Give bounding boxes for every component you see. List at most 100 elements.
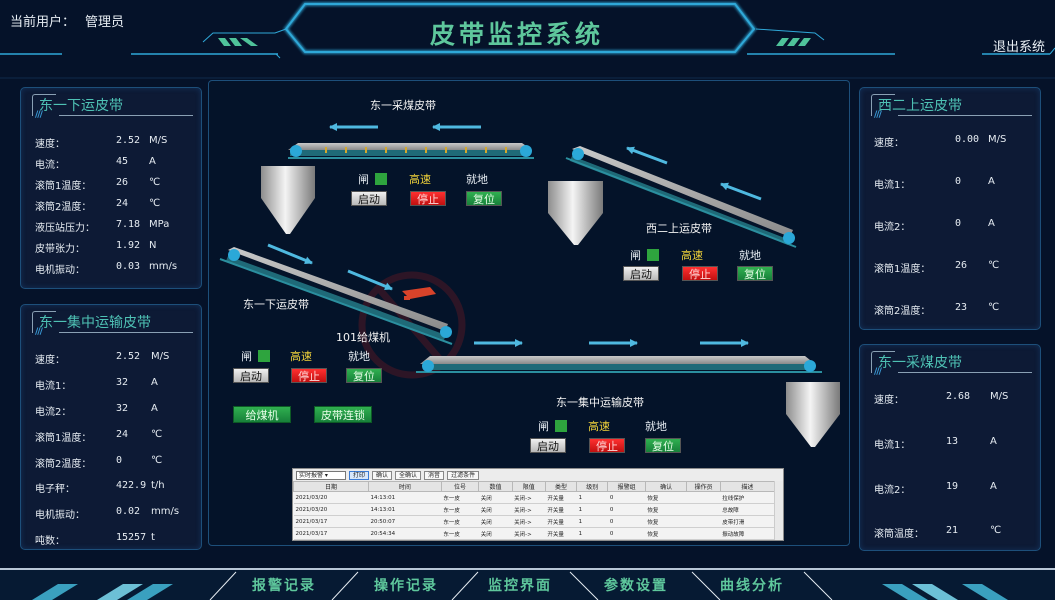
- metric-unit: A: [151, 403, 158, 414]
- current-user: 当前用户：管理员: [10, 11, 124, 30]
- metric-value: 24: [116, 198, 129, 209]
- metric-value: 23: [955, 302, 968, 313]
- speed-indicator: 高速: [681, 249, 703, 262]
- brake-label: 闸: [358, 173, 369, 186]
- metric-label: 电流2：: [35, 407, 72, 418]
- west2-belt-reset-button[interactable]: 复位: [737, 266, 773, 281]
- mode-indicator: 就地: [348, 350, 370, 363]
- nav-operation-records[interactable]: 操作记录: [374, 578, 438, 594]
- metric-unit: ℃: [990, 525, 1002, 536]
- col-limit[interactable]: 限值: [511, 481, 546, 492]
- brake-indicator: [647, 249, 659, 261]
- logout-button[interactable]: 退出系统: [992, 40, 1045, 55]
- metric-label: 电机振动：: [35, 265, 85, 276]
- print-button[interactable]: 打印: [349, 470, 370, 480]
- alarm-filter-select[interactable]: 实时报警 ▾: [296, 470, 346, 480]
- coal-feeder-button[interactable]: 给煤机: [233, 406, 291, 423]
- footer-divider: [0, 568, 1055, 570]
- metric-value: 422.9: [116, 480, 147, 491]
- nav-curve-analysis[interactable]: 曲线分析: [720, 578, 784, 594]
- hash-decoration-icon: ///: [874, 367, 882, 377]
- metric-label: 速度：: [874, 138, 904, 149]
- col-description[interactable]: 描述: [719, 481, 776, 492]
- mining-belt-reset-button[interactable]: 复位: [466, 191, 502, 206]
- metric-value: 21: [946, 525, 959, 536]
- east1-down-belt-start-button[interactable]: 启动: [233, 368, 269, 383]
- bracket-decoration: [32, 311, 56, 333]
- metric-label: 滚筒2温度：: [874, 306, 931, 317]
- alarm-table-scrollbar[interactable]: [774, 481, 783, 540]
- metric-value: 7.18: [116, 219, 141, 230]
- metric-label: 滚筒1温度：: [874, 264, 931, 275]
- col-time[interactable]: 时间: [367, 481, 442, 492]
- col-group[interactable]: 报警组: [607, 481, 646, 492]
- col-date[interactable]: 日期: [293, 481, 369, 492]
- metric-value: 2.52: [116, 351, 141, 362]
- label-feeder-101: 101给煤机: [336, 331, 390, 344]
- alarm-table-widget: 实时报警 ▾ 打印 确认 全确认 消音 过滤条件 日期 时间 位号 数值 限值 …: [292, 468, 784, 541]
- metric-label: 速度：: [35, 139, 65, 150]
- cell-confirm: 恢复: [645, 491, 687, 504]
- west2-belt-start-button[interactable]: 启动: [623, 266, 659, 281]
- label-mining-belt: 东一采煤皮带: [370, 99, 436, 112]
- col-tag[interactable]: 位号: [440, 481, 480, 492]
- metric-label: 速度：: [874, 395, 904, 406]
- belt-interlock-button[interactable]: 皮带连锁: [314, 406, 372, 423]
- confirm-button[interactable]: 确认: [372, 470, 393, 480]
- header-underline: [898, 372, 1032, 373]
- bracket-decoration: [871, 351, 895, 373]
- cell-type: 开关量: [545, 503, 577, 516]
- cell-value: 关闭: [478, 527, 513, 540]
- nav-monitoring-screen[interactable]: 监控界面: [488, 578, 552, 594]
- mute-button[interactable]: 消音: [424, 470, 445, 480]
- cell-type: 开关量: [545, 515, 577, 528]
- metric-unit: ℃: [151, 455, 163, 466]
- mining-belt-stop-button[interactable]: 停止: [410, 191, 446, 206]
- west2-belt-stop-button[interactable]: 停止: [682, 266, 718, 281]
- col-operator[interactable]: 操作员: [686, 481, 721, 492]
- mining-belt-start-button[interactable]: 启动: [351, 191, 387, 206]
- cell-level: 1: [576, 503, 608, 516]
- panel-header: /// 东一集中运输皮带: [21, 305, 201, 337]
- metric-value: 0.03: [116, 261, 141, 272]
- metric-unit: M/S: [151, 351, 170, 362]
- nav-alarm-records[interactable]: 报警记录: [252, 578, 316, 594]
- metric-unit: A: [988, 218, 995, 229]
- central-belt-reset-button[interactable]: 复位: [645, 438, 681, 453]
- central-belt-start-button[interactable]: 启动: [530, 438, 566, 453]
- central-belt-stop-button[interactable]: 停止: [589, 438, 625, 453]
- metric-unit: M/S: [990, 391, 1009, 402]
- metric-value: 13: [946, 436, 959, 447]
- col-confirm[interactable]: 确认: [644, 481, 688, 492]
- panel-title: 东一采煤皮带: [878, 355, 962, 371]
- alarm-filter-value: 实时报警: [299, 471, 324, 479]
- metric-unit: MPa: [149, 219, 170, 230]
- brake-label: 闸: [538, 420, 549, 433]
- hash-decoration-icon: ///: [35, 110, 43, 120]
- metric-value: 0: [955, 218, 962, 229]
- metric-unit: A: [149, 156, 156, 167]
- metric-label: 速度：: [35, 355, 65, 366]
- metric-value: 45: [116, 156, 129, 167]
- east1-down-belt-reset-button[interactable]: 复位: [346, 368, 382, 383]
- metric-unit: mm/s: [149, 261, 178, 272]
- filter-conditions-button[interactable]: 过滤条件: [447, 470, 480, 480]
- col-value[interactable]: 数值: [478, 481, 513, 492]
- metric-label: 电流1：: [874, 440, 911, 451]
- label-east1-down-belt: 东一下运皮带: [243, 298, 309, 311]
- col-level[interactable]: 级别: [576, 481, 609, 492]
- east1-down-belt-stop-button[interactable]: 停止: [291, 368, 327, 383]
- cell-operator: [686, 515, 721, 528]
- cell-group: 0: [607, 503, 646, 516]
- nav-parameter-settings[interactable]: 参数设置: [604, 578, 668, 594]
- metric-label: 吨数：: [35, 536, 65, 547]
- col-type[interactable]: 类型: [544, 481, 578, 492]
- cell-group: 0: [607, 491, 646, 504]
- confirm-all-button[interactable]: 全确认: [395, 470, 422, 480]
